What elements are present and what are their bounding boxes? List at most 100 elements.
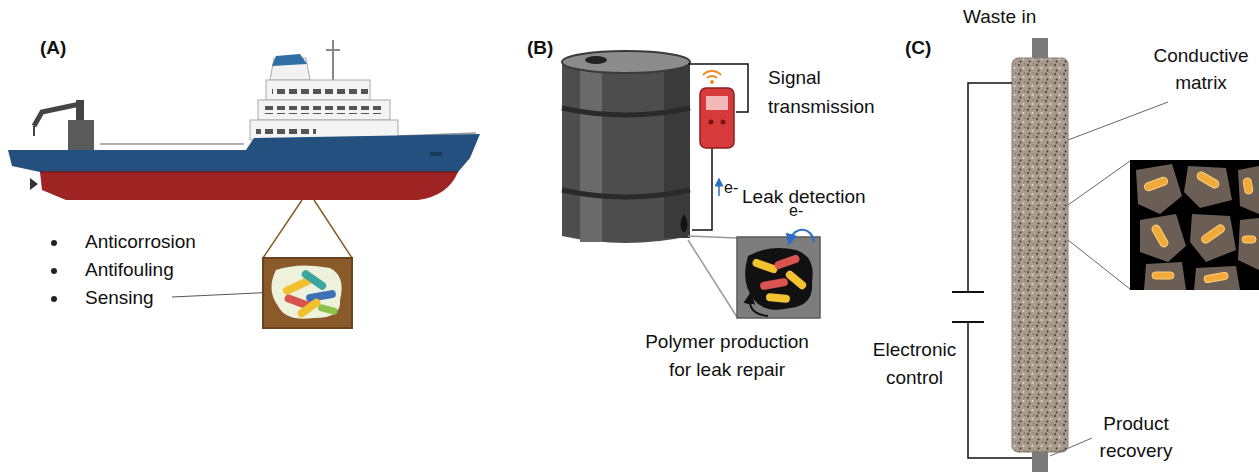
bullet (51, 240, 57, 246)
matrix-inset-box (1130, 160, 1259, 290)
device-screen (706, 96, 728, 110)
wifi-dot (710, 80, 714, 84)
propeller (30, 178, 38, 190)
bacterium (296, 297, 322, 318)
barrel-highlight (580, 62, 602, 242)
barrel-rim (562, 108, 690, 115)
barrel-body (562, 62, 690, 243)
bridge-deck (266, 80, 370, 100)
hull-lower (40, 172, 458, 200)
bacterium (1152, 272, 1174, 279)
bacterium (751, 258, 778, 274)
matrix-grain (1238, 218, 1259, 270)
biofilm-matrix (271, 265, 341, 318)
bacterium (300, 269, 328, 292)
windows (272, 86, 368, 94)
bullet-text: Anticorrosion (85, 231, 196, 254)
windows (264, 106, 384, 114)
bullet-text: Sensing (85, 287, 154, 310)
bullet (51, 296, 57, 302)
leak-inset-box (737, 237, 820, 318)
device-button (721, 120, 726, 125)
mast-bar (326, 49, 340, 51)
barrel (562, 51, 690, 243)
bullet-text: Antifouling (85, 259, 174, 282)
conductive-column (1012, 58, 1068, 452)
barrel-hole (585, 56, 607, 64)
bacterium (784, 269, 808, 291)
wifi-arc (703, 71, 721, 75)
callout-label: Electronic control (866, 336, 963, 392)
bacterium (1242, 236, 1256, 243)
bacterium (1143, 176, 1168, 192)
funnel-cap (272, 54, 307, 66)
leak-inset (688, 230, 820, 318)
leader-line (1050, 438, 1092, 456)
bacterium (760, 278, 789, 291)
wifi-arc (707, 76, 717, 78)
bacterium (1151, 224, 1170, 249)
callout-label: Signal transmission (768, 63, 893, 121)
barrel-lid (562, 51, 690, 73)
wire (968, 322, 1032, 458)
callout-label: Waste in (963, 6, 1036, 29)
panel-letter: (B) (527, 37, 553, 60)
wire (968, 83, 1012, 292)
deck-rail (100, 143, 244, 145)
leader-line (1068, 102, 1168, 140)
bacterium (766, 293, 791, 303)
crane-hook (33, 126, 35, 136)
leader-line (314, 200, 352, 258)
leak-drop (681, 214, 688, 233)
leader-line (688, 240, 737, 317)
windows (256, 126, 316, 134)
callout-label: Leak detection (742, 186, 866, 209)
transmitter (700, 71, 734, 148)
mast (332, 40, 334, 80)
leader-line (1068, 161, 1130, 205)
waterline (40, 171, 458, 173)
reactor-column (1012, 38, 1068, 472)
leader-line (263, 200, 302, 258)
ship-inset (172, 200, 352, 328)
bacterium (773, 254, 800, 270)
ship (8, 40, 480, 200)
battery-plate (952, 291, 984, 293)
electron-label: e- (789, 201, 803, 220)
electron-arrow (718, 182, 720, 196)
bullet (51, 268, 57, 274)
matrix-grain (1190, 214, 1236, 262)
matrix-grain (1194, 266, 1240, 290)
bacterium (1204, 272, 1229, 283)
upper-deck (258, 100, 390, 120)
electron-arrow (790, 230, 814, 242)
biofilm-inset (263, 258, 352, 328)
callout-label: Conductive matrix (1147, 42, 1255, 96)
battery-plate (952, 321, 984, 323)
bacterium (1243, 177, 1254, 194)
crane-post (76, 100, 84, 122)
panel-letter: (A) (40, 37, 66, 60)
wire (692, 148, 712, 230)
biofilm-blob (745, 248, 813, 310)
anchor-port (430, 152, 442, 156)
matrix-grain (1140, 214, 1186, 262)
bacterium (317, 304, 338, 316)
sensor-device (700, 88, 734, 148)
electron-label: e- (724, 178, 738, 197)
matrix-inset (1130, 160, 1259, 290)
barrel-rim (562, 190, 690, 197)
polymer-arrow (750, 298, 768, 316)
barrel-shade (664, 62, 690, 238)
matrix-grain (1184, 166, 1232, 208)
callout-label: Polymer production for leak repair (632, 328, 822, 384)
panel-letter: (C) (905, 37, 931, 60)
leader-line (688, 236, 737, 238)
leader-line (1068, 240, 1130, 289)
bacterium (1200, 223, 1226, 244)
matrix-grain (1144, 262, 1186, 290)
matrix-grain (1238, 166, 1259, 214)
callout-label: Product recovery (1090, 410, 1182, 464)
matrix-grain (1136, 164, 1182, 214)
bacterium (1196, 171, 1221, 190)
